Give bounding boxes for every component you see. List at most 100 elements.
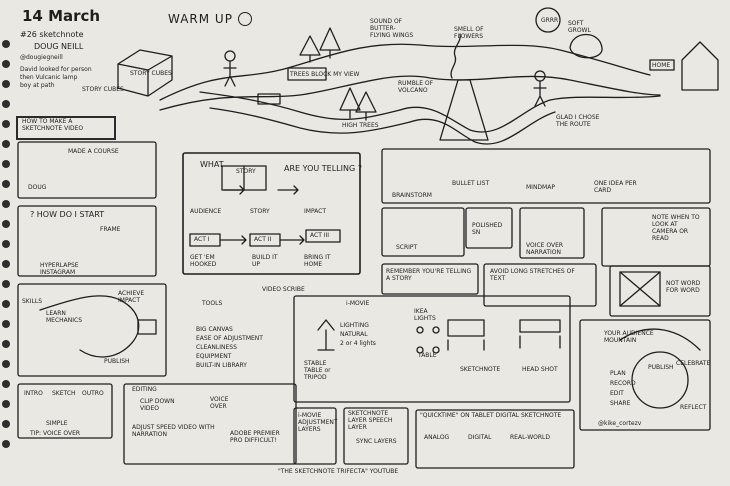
not-word-label: NOT WORD FOR WORD: [666, 280, 701, 294]
digital-label: DIGITAL: [468, 434, 492, 441]
avoid-label: AVOID LONG STRETCHES OF TEXT: [490, 268, 575, 282]
howto-title-box: [16, 116, 116, 140]
stopwatch-icon: [238, 12, 252, 26]
story-label: STORY: [250, 208, 270, 215]
story-what: WHAT: [200, 160, 224, 169]
adjust-label: ADJUST SPEED VIDEO WITH NARRATION: [132, 424, 215, 438]
step-edit: EDIT: [610, 390, 624, 397]
story-caption-2: then Vulcanic lamp: [20, 74, 78, 81]
intro-label: INTRO: [24, 390, 43, 397]
act-3: ACT III: [310, 232, 330, 239]
growl-label: SOFT GROWL: [568, 20, 591, 34]
imovie-adjust-label: i-MOVIE ADJUSTMENT LAYERS: [298, 412, 338, 433]
skills-label: SKILLS: [22, 298, 43, 305]
polished-label: POLISHED SN: [472, 222, 503, 236]
author-name: DOUG NEILL: [34, 42, 84, 51]
story-question: ARE YOU TELLING ?: [284, 164, 362, 173]
lighting-label-1: LIGHTING: [340, 322, 369, 329]
step-plan: PLAN: [610, 370, 626, 377]
author-handle: @dougiegneill: [20, 54, 63, 61]
tool-item-2: EASE OF ADJUSTMENT: [196, 335, 263, 342]
tool-item-3: CLEANLINESS: [196, 344, 237, 351]
butterfly-label: SOUND OF BUTTER-FLYING WINGS: [370, 18, 414, 39]
made-course-label: MADE A COURSE: [68, 148, 119, 155]
video-scribe-label: VIDEO SCRIBE: [262, 286, 305, 293]
tool-item-1: BIG CANVAS: [196, 326, 233, 333]
clip-down-label: CLIP DOWN VIDEO: [140, 398, 175, 412]
home-sign: HOME: [652, 62, 671, 69]
story-caption-3: boy at path: [20, 82, 55, 89]
story-book-label: STORY: [236, 168, 256, 175]
how-start-label: ? HOW DO I START: [30, 210, 105, 219]
mindmap-label: MINDMAP: [526, 184, 555, 191]
rumble-label: RUMBLE OF VOLCANO: [398, 80, 434, 94]
lighting-label-2: NATURAL: [340, 331, 368, 338]
bullet-list-label: BULLET LIST: [452, 180, 490, 187]
act-2: ACT II: [254, 236, 272, 243]
build-up: BUILD IT UP: [252, 254, 278, 268]
artist-handle: @kike_cortezv: [598, 420, 642, 427]
step-record: RECORD: [610, 380, 636, 387]
story-caption-4: STORY CUBES: [82, 86, 124, 93]
sketchnote-number: #26 sketchnote: [20, 30, 84, 39]
voice-over-bottom: VOICE OVER: [210, 396, 229, 410]
quicktime-label: "QUICKTIME" ON TABLET DIGITAL SKETCHNOTE: [420, 412, 562, 419]
high-trees-label: HIGH TREES: [342, 122, 379, 129]
remember-label: REMEMBER YOU'RE TELLING A STORY: [386, 268, 472, 282]
sketch-label: SKETCH: [52, 390, 76, 397]
reflect-label: REFLECT: [680, 404, 707, 411]
editing-label: EDITING: [132, 386, 157, 393]
sync-label: SYNC LAYERS: [356, 438, 397, 445]
impact-label: IMPACT: [304, 208, 327, 215]
frame-label: FRAME: [100, 226, 121, 233]
one-idea-label: ONE IDEA PER CARD: [594, 180, 637, 194]
real-world-label: REAL-WORLD: [510, 434, 551, 441]
tools-label: TOOLS: [202, 300, 223, 307]
step-share: SHARE: [610, 400, 631, 407]
glad-label: GLAD I CHOSE THE ROUTE: [556, 114, 600, 128]
sketchnote-setup-label: SKETCHNOTE: [460, 366, 501, 373]
brainstorm-label: BRAINSTORM: [392, 192, 432, 199]
publish-label: PUBLISH: [104, 358, 130, 365]
outro-label: OUTRO: [82, 390, 104, 397]
learn-label: LEARN MECHANICS: [46, 310, 83, 324]
note-when-label: NOTE WHEN TO LOOK AT CAMERA OR READ: [652, 214, 700, 242]
adobe-label: ADOBE PREMIER PRO DIFFICULT!: [230, 430, 280, 444]
tool-item-5: BUILT-IN LIBRARY: [196, 362, 247, 369]
lighting-label-3: 2 or 4 lights: [340, 340, 376, 347]
house-icon: [681, 41, 719, 91]
hyperlapse-label: HYPERLAPSE INSTAGRAM: [40, 262, 79, 276]
grrr-label: GRRR: [541, 17, 559, 24]
volcano: [439, 79, 489, 141]
ikea-lights-label: IKEA LIGHTS: [414, 308, 436, 322]
tool-item-4: EQUIPMENT: [196, 353, 232, 360]
bring-home: BRING IT HOME: [304, 254, 331, 268]
imovie-label: i-MOVIE: [346, 300, 370, 307]
warmup-title: WARM UP: [168, 12, 233, 26]
analog-label: ANALOG: [424, 434, 450, 441]
get-hooked: GET 'EM HOOKED: [190, 254, 217, 268]
mountain: [619, 328, 701, 351]
simple-label: SIMPLE: [46, 420, 68, 427]
script-label: SCRIPT: [396, 244, 418, 251]
tip-label: TIP: VOICE OVER: [30, 430, 81, 437]
audience-label: AUDIENCE: [190, 208, 222, 215]
achieve-label: ACHIEVE IMPACT: [118, 290, 145, 304]
mountain-title: YOUR AUDIENCE MOUNTAIN: [604, 330, 654, 344]
landscape-path: [159, 43, 651, 101]
table-label: TABLE: [418, 352, 437, 359]
flowers-label: SMELL OF FLOWERS: [454, 26, 484, 40]
story-cubes-label: STORY CUBES: [130, 70, 172, 77]
publish-step-label: PUBLISH: [648, 364, 674, 371]
story-caption-1: David looked for person: [20, 66, 92, 73]
celebrate-label: CELEBRATE: [676, 360, 711, 367]
head-shot-label: HEAD SHOT: [522, 366, 558, 373]
howto-title: HOW TO MAKE A SKETCHNOTE VIDEO: [22, 118, 84, 132]
trees-block-label: TREES BLOCK MY VIEW: [290, 71, 360, 78]
doug-label: DOUG: [28, 184, 47, 191]
date: 14 March: [22, 7, 101, 25]
trifecta-label: "THE SKETCHNOTE TRIFECTA" YOUTUBE: [278, 468, 399, 475]
sketchnote-layer-label: SKETCHNOTE LAYER SPEECH LAYER: [348, 410, 393, 431]
